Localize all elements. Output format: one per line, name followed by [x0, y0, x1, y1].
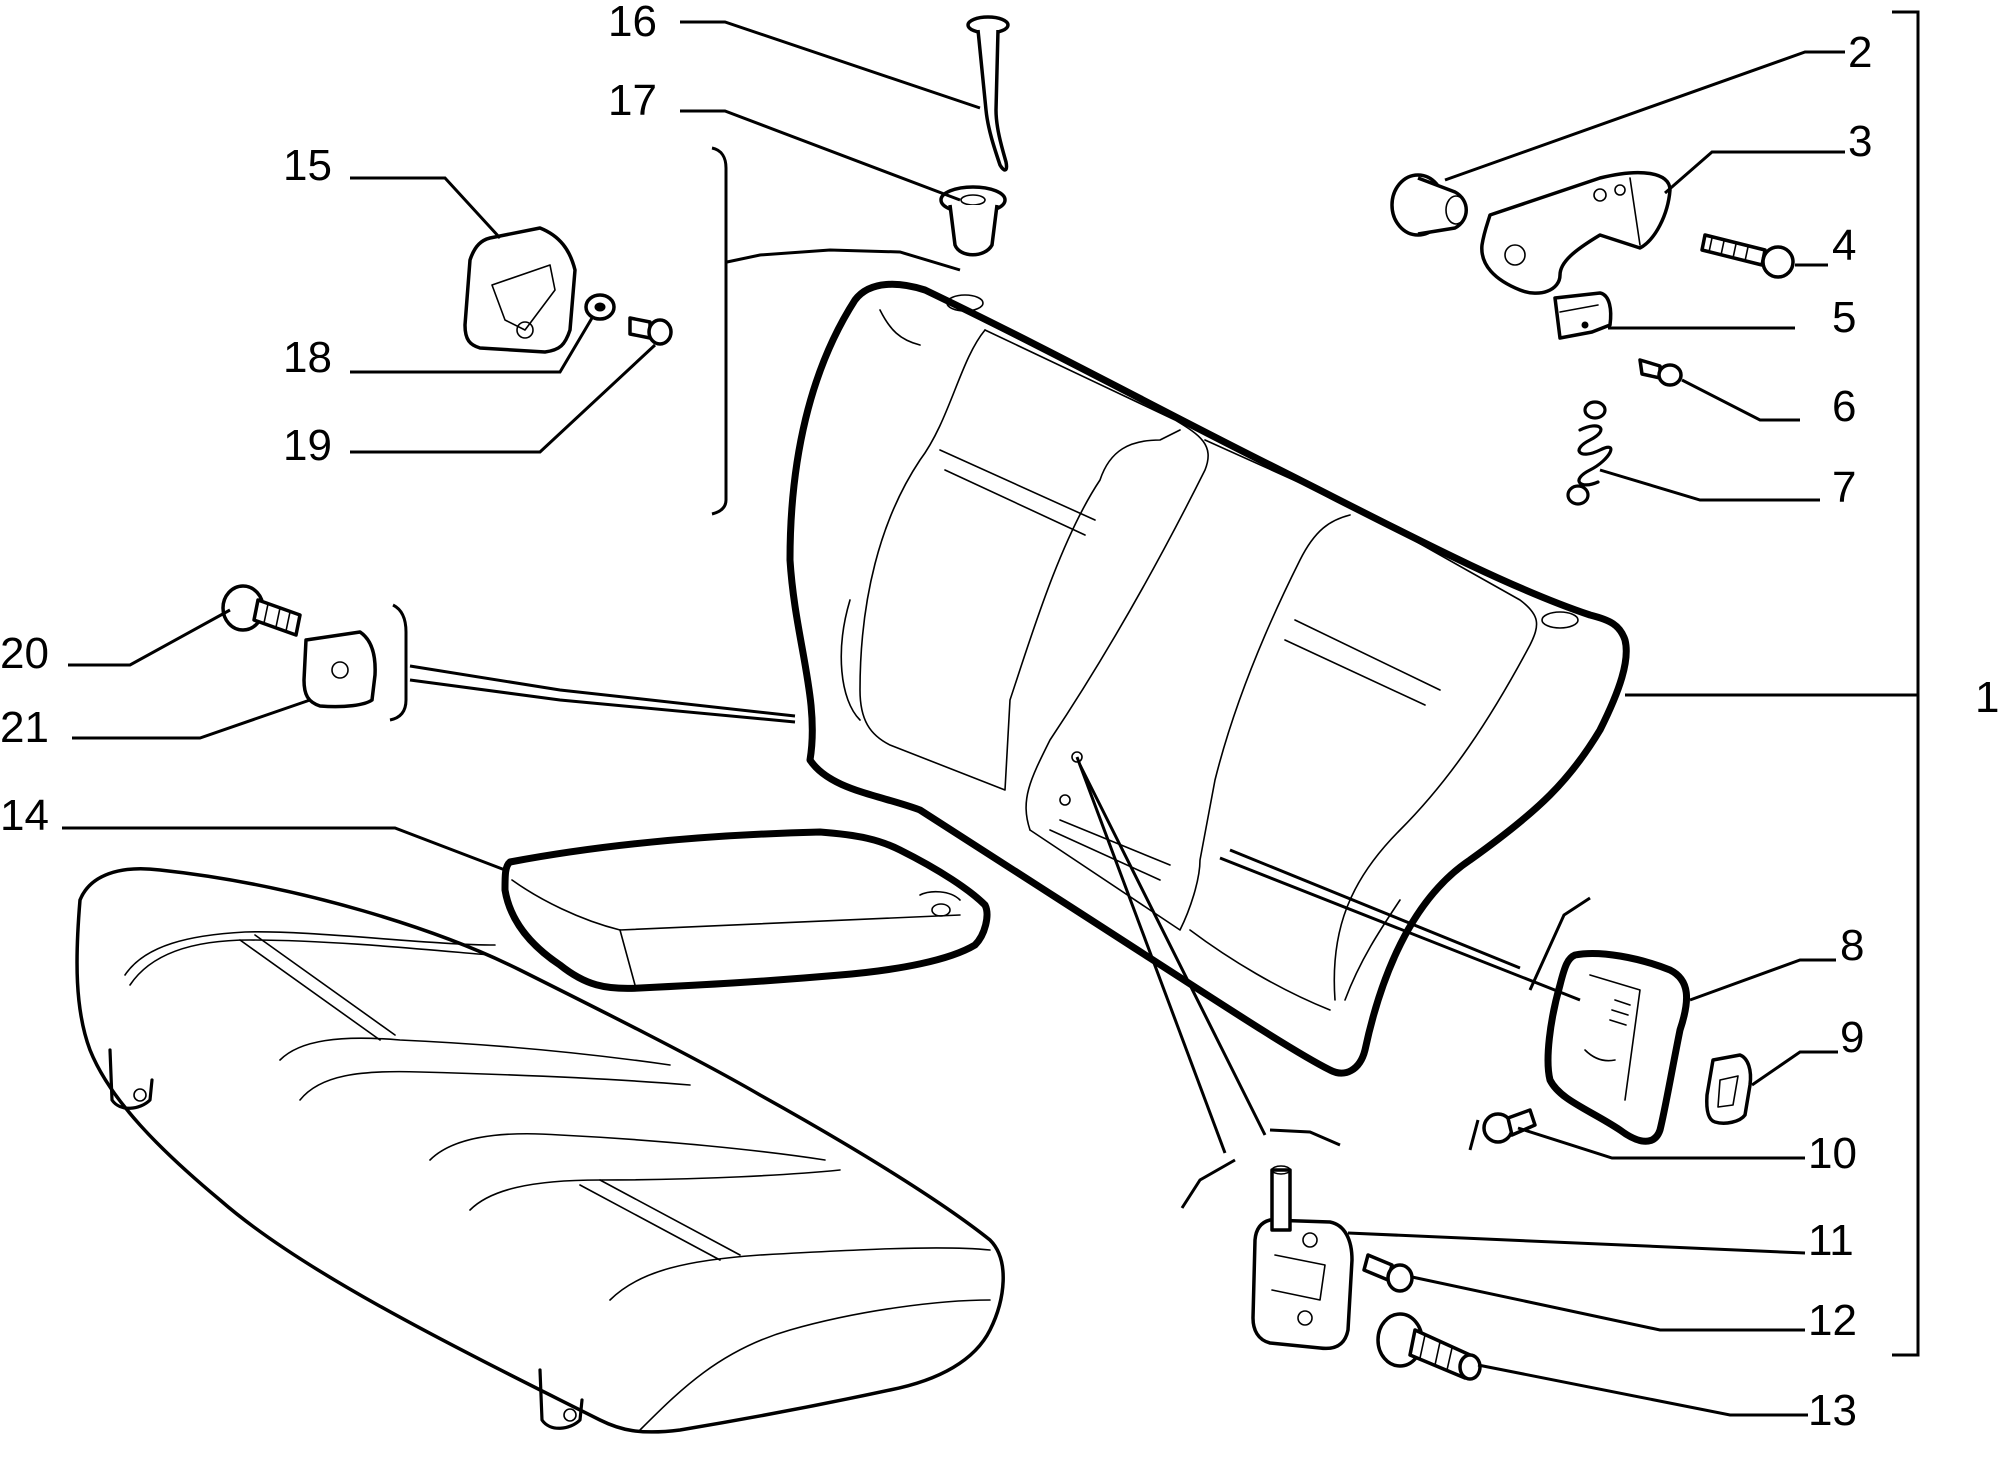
callout-19: 19 — [283, 421, 332, 470]
part-10-screw — [1482, 1108, 1537, 1144]
callout-5: 5 — [1832, 293, 1856, 342]
latch-bracket — [1180, 1128, 1341, 1209]
part-11-latch-plate — [1251, 1165, 1354, 1351]
buckle-bracket — [1528, 896, 1591, 991]
part-3-hinge-bracket — [1480, 170, 1672, 295]
part-18-washer — [584, 293, 616, 321]
callout-7: 7 — [1832, 463, 1856, 512]
callout-21: 21 — [0, 703, 49, 752]
part-16-rod — [966, 15, 1010, 172]
callout-20: 20 — [0, 629, 49, 678]
buckle-bracket-lower — [1468, 1119, 1480, 1151]
callout-6: 6 — [1832, 382, 1856, 431]
callout-8: 8 — [1840, 921, 1864, 970]
part-5-clip — [1553, 291, 1613, 340]
callout-9: 9 — [1840, 1013, 1864, 1062]
rear-seat-cushion — [75, 867, 1005, 1434]
part-15-hinge-plate — [463, 226, 577, 354]
leader-lines — [62, 20, 1918, 1417]
callout-15: 15 — [283, 141, 332, 190]
part-8-buckle-housing — [1544, 949, 1691, 1145]
part-12-screw — [1362, 1253, 1414, 1293]
part-17-grommet — [939, 185, 1007, 257]
part-19-screw — [628, 316, 673, 346]
backrest-group-bracket — [1892, 10, 1920, 1357]
left-pad-bracket — [389, 603, 408, 722]
callout-3: 3 — [1848, 117, 1872, 166]
part-4-bolt — [1700, 233, 1795, 279]
part-6-pin — [1638, 358, 1683, 387]
callout-12: 12 — [1808, 1296, 1857, 1345]
part-13-stud — [1376, 1312, 1482, 1381]
callout-14: 14 — [0, 791, 49, 840]
callout-1: 1 — [1975, 673, 1998, 722]
callout-13: 13 — [1808, 1386, 1857, 1435]
armrest — [501, 828, 991, 992]
part-2-bump-stop — [1390, 173, 1468, 237]
callout-16: 16 — [608, 0, 657, 46]
part-20-bolt — [221, 584, 302, 637]
part-7-spring — [1566, 400, 1613, 506]
callout-2: 2 — [1848, 28, 1872, 77]
callout-17: 17 — [608, 76, 657, 125]
callout-11: 11 — [1808, 1216, 1854, 1265]
part-9-button — [1705, 1053, 1753, 1125]
part-21-pad — [302, 630, 377, 709]
callout-10: 10 — [1808, 1129, 1857, 1178]
callout-4: 4 — [1832, 221, 1856, 270]
callout-18: 18 — [283, 333, 332, 382]
rear-seat-backrest — [786, 280, 1630, 1077]
upper-left-bracket — [711, 146, 728, 516]
